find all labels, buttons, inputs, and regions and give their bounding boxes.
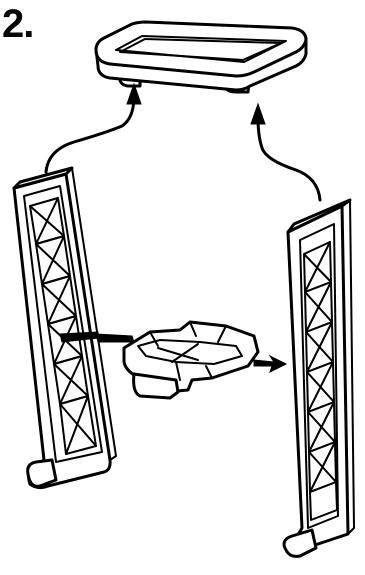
left-arrow xyxy=(46,84,141,172)
left-tower xyxy=(14,168,116,488)
right-arrow xyxy=(251,104,320,200)
top-tray xyxy=(96,22,306,92)
center-connector xyxy=(96,322,286,398)
right-tower xyxy=(284,200,354,556)
